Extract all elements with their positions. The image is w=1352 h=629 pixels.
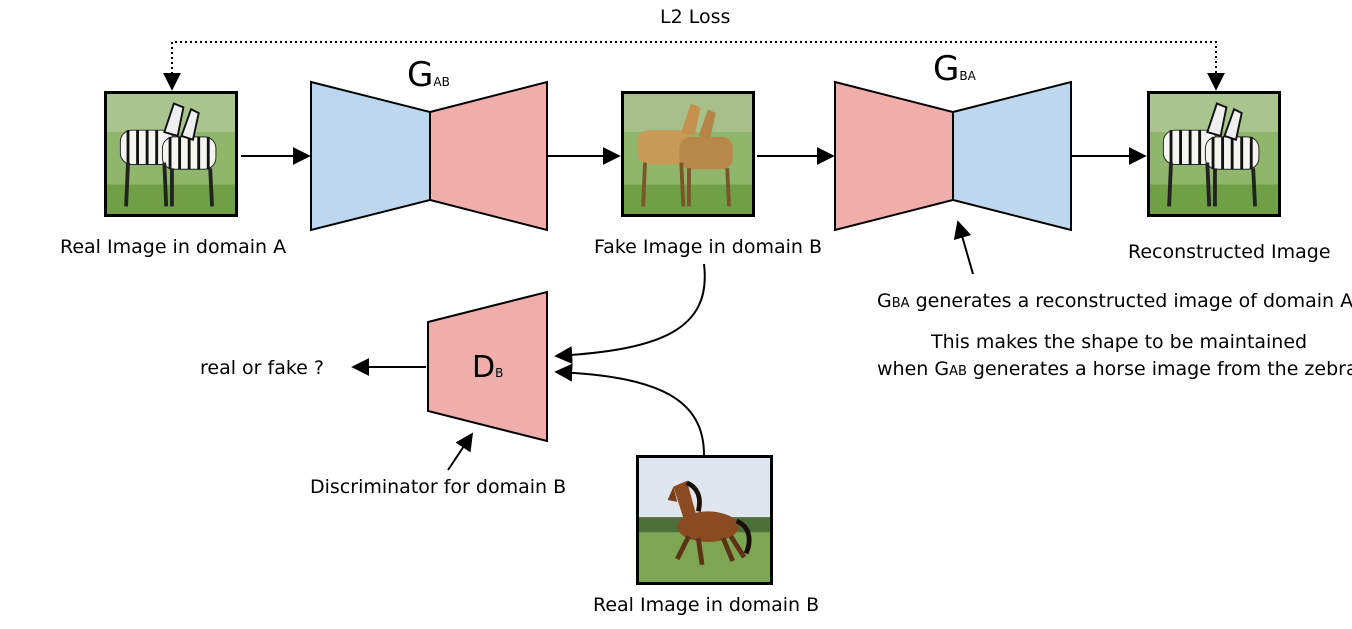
pointer-to-discriminator	[447, 432, 473, 471]
annotation-line-3-rest: generates a horse image from the zebra.	[966, 358, 1352, 380]
generator-ab-shape	[310, 80, 548, 232]
annotation-line-1-g: G	[877, 290, 892, 312]
generator-ba-label: GBA	[933, 52, 976, 86]
reconstructed-image	[1147, 91, 1281, 217]
discriminator-b-shape	[427, 290, 548, 443]
fake-image-domain-b	[621, 91, 755, 217]
pointer-to-gba	[953, 220, 974, 275]
real-image-domain-a	[104, 91, 238, 217]
generator-ab-main: G	[407, 55, 434, 95]
real-image-domain-b	[636, 455, 773, 585]
annotation-line-3-pre: when G	[877, 358, 950, 380]
real-or-fake-label: real or fake ?	[200, 357, 324, 379]
zebra-pair-photo	[1150, 94, 1278, 214]
generator-ba-sub: BA	[959, 69, 976, 83]
caption-reconstructed-image: Reconstructed Image	[1128, 241, 1331, 263]
horse-pair-photo	[624, 94, 752, 214]
annotation-line-1-rest: generates a reconstructed image of domai…	[909, 290, 1352, 312]
caption-discriminator: Discriminator for domain B	[310, 476, 567, 498]
generator-ba-main: G	[933, 49, 960, 89]
arrow-real-b-to-discriminator	[554, 363, 705, 456]
annotation-line-1: GBA generates a reconstructed image of d…	[877, 292, 1352, 311]
generator-ab-sub: AB	[433, 75, 450, 89]
arrow-fake-b-to-discriminator	[554, 263, 706, 365]
annotation-line-2: This makes the shape to be maintained	[931, 331, 1308, 353]
l2-loss-label: L2 Loss	[660, 6, 731, 28]
l2-loss-connector	[163, 41, 1225, 91]
zebra-pair-photo	[107, 94, 235, 214]
discriminator-b-label: DB	[472, 353, 503, 383]
generator-ba-shape	[834, 80, 1072, 232]
generator-ab-label: GAB	[407, 58, 450, 92]
caption-fake-image-domain-b: Fake Image in domain B	[594, 236, 823, 258]
annotation-line-1-sub: BA	[891, 296, 910, 311]
annotation-line-3: when GAB generates a horse image from th…	[877, 360, 1352, 379]
running-horse-photo	[639, 458, 770, 582]
annotation-line-3-sub: AB	[949, 364, 967, 379]
discriminator-b-main: D	[472, 350, 496, 385]
discriminator-b-sub: B	[495, 366, 504, 380]
caption-real-image-domain-a: Real Image in domain A	[60, 236, 287, 258]
caption-real-image-domain-b: Real Image in domain B	[593, 594, 820, 616]
